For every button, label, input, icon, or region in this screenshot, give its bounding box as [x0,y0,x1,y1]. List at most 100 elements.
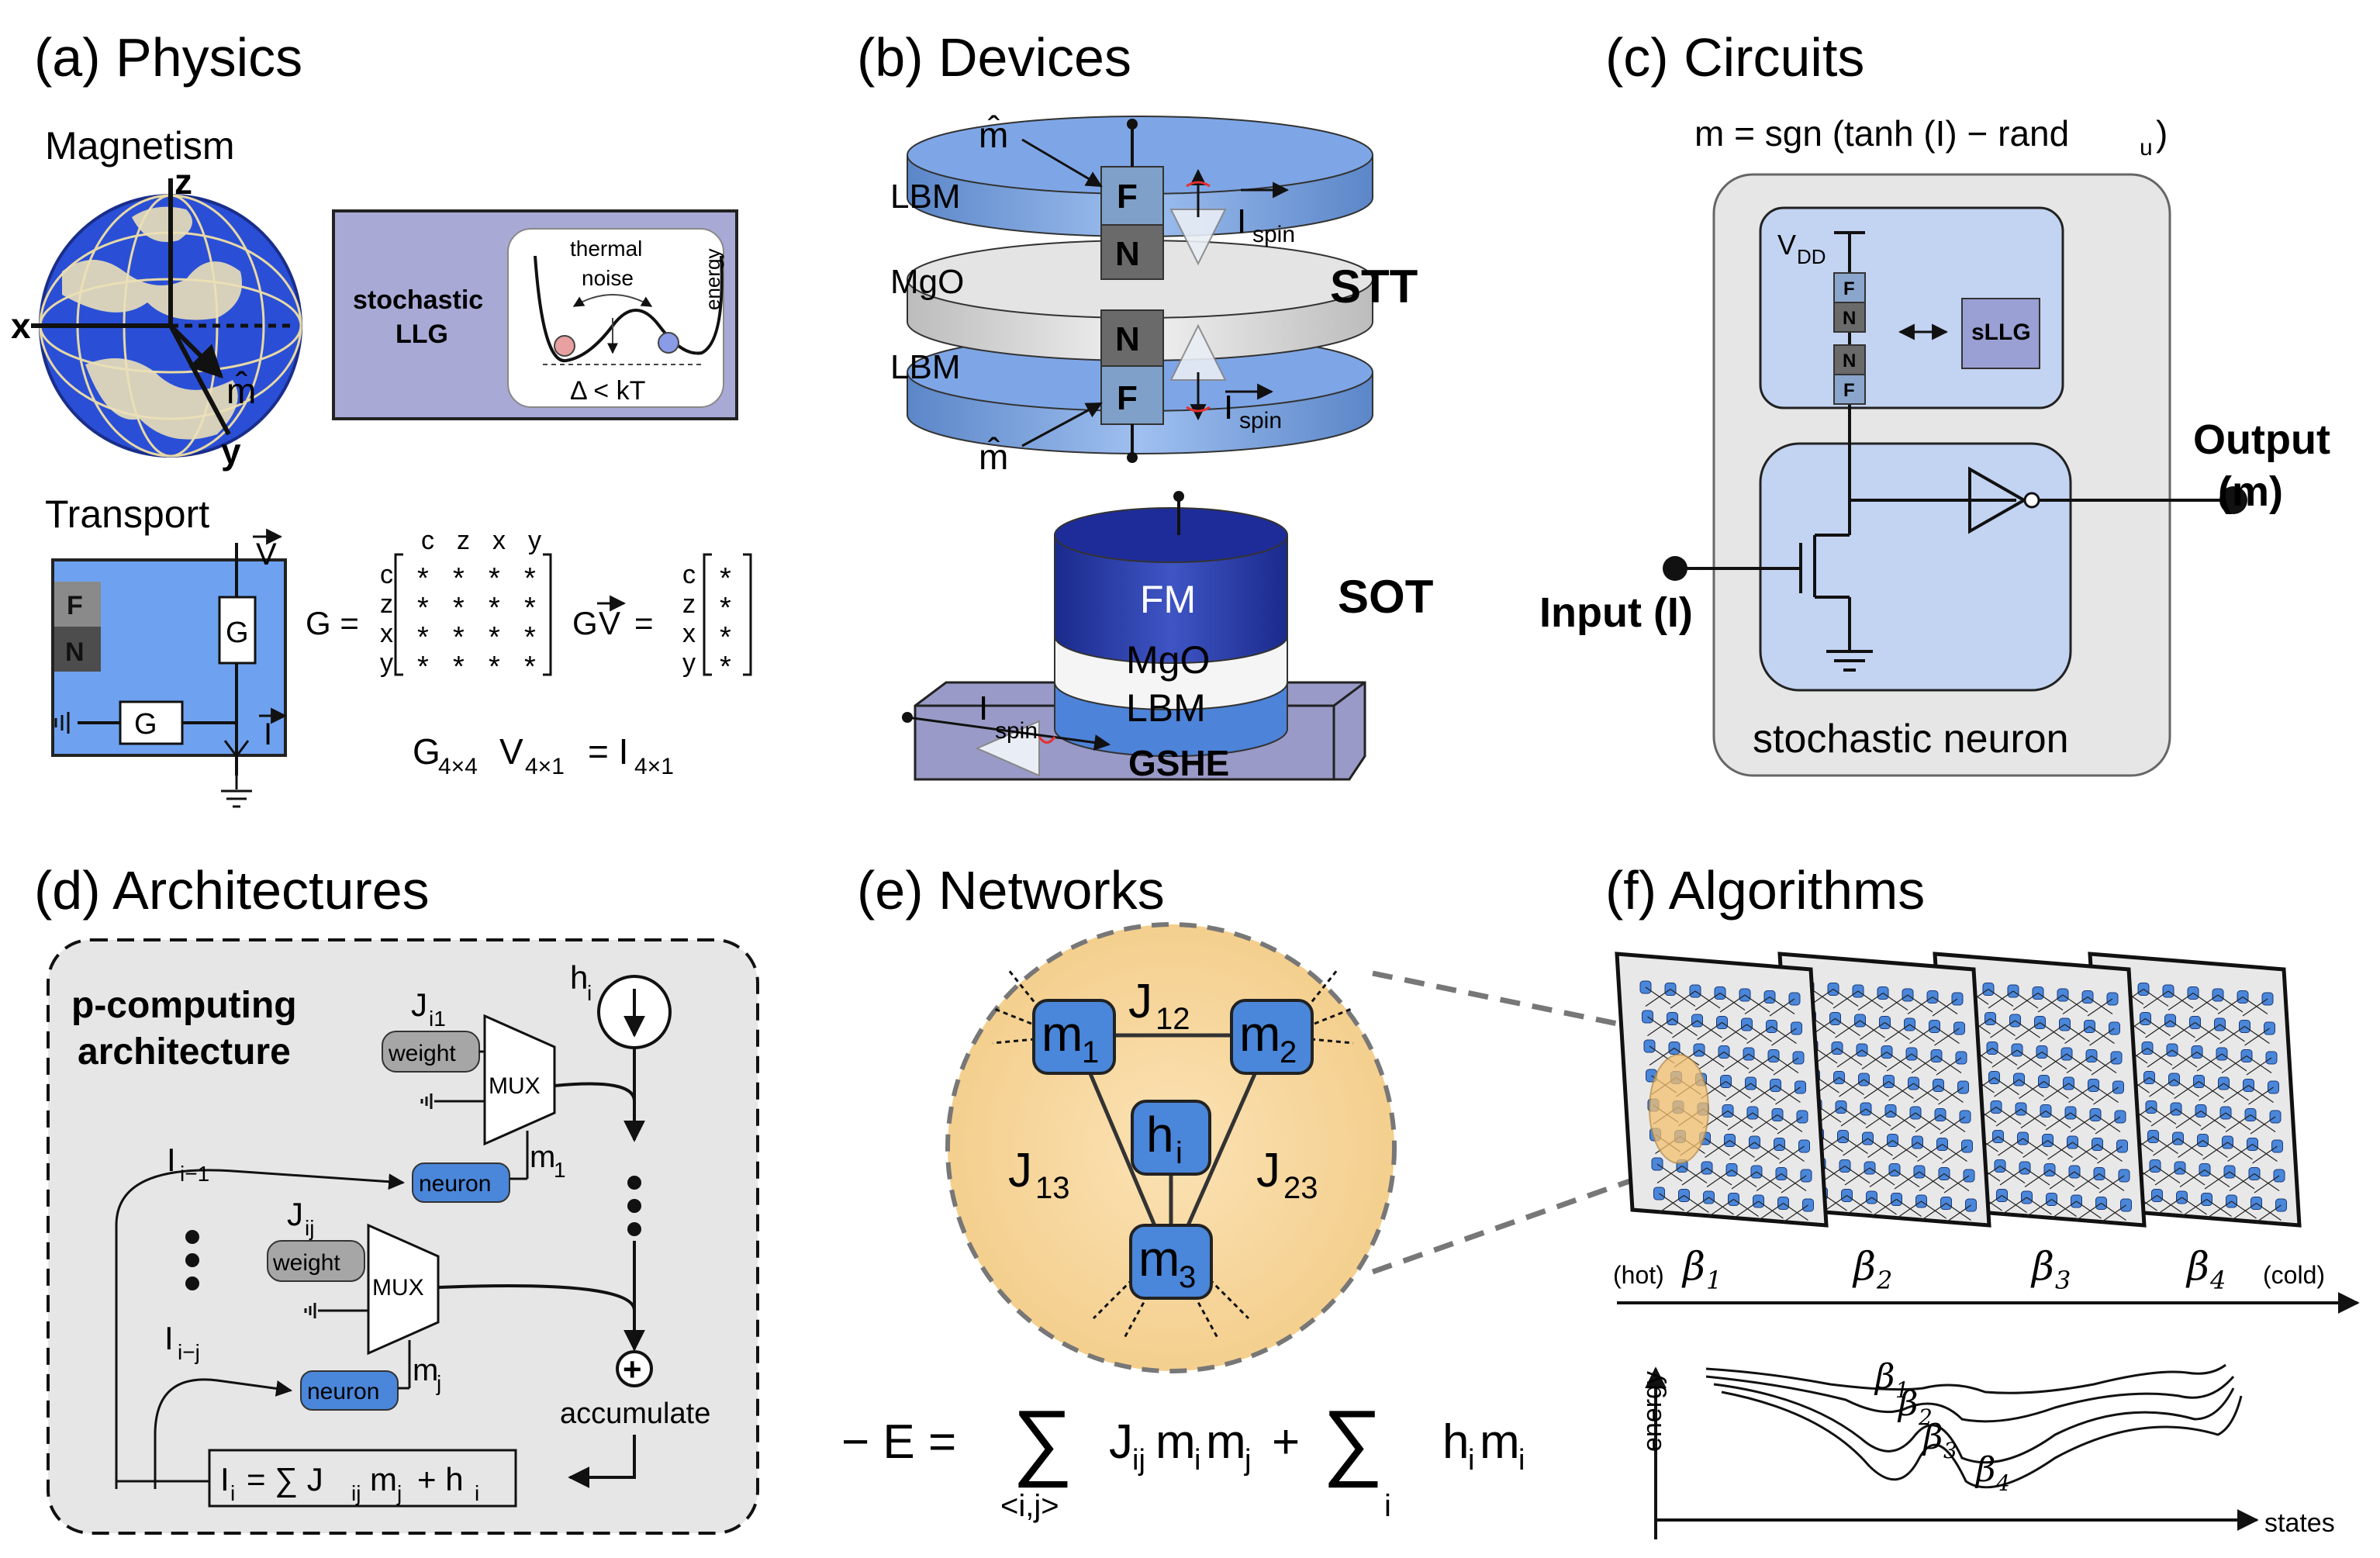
sum-2-under: i [1384,1489,1391,1523]
panel-e-title: (e) Networks [857,860,1165,921]
term1-j: J [1109,1415,1133,1469]
stt-m-bottom: m̂ [979,437,1008,477]
vector-entry: * [720,562,731,595]
panel-b-title: (b) Devices [857,27,1131,88]
panel-b-devices: (b) Devices F N N F [857,27,1433,783]
vector-entry: * [720,651,731,683]
term2-h: h [1442,1415,1469,1469]
stt-n-bottom: N [1115,320,1140,358]
matrix-entry: * [489,562,500,595]
node-hi: h i [1131,1100,1211,1176]
axis-x-label: x [11,306,31,346]
beta-temperature-sub: 4 [2209,1266,2226,1295]
stt-mgo-label: MgO [890,263,964,301]
panel-c-circuits: (c) Circuits m = sgn (tanh (I) − rand u … [1539,27,2330,777]
beta-temperature: β [1852,1244,1876,1289]
sum-1-under: <i,j> [1000,1489,1059,1523]
matrix-row-label: z [380,589,393,619]
axis-m-label: m̂ [226,371,256,411]
weight-j-label: weight [272,1250,340,1276]
stochastic-llg-box: stochastic LLG thermal noise energy Δ < … [332,209,738,420]
beta-temperature-sub: 1 [1706,1266,1722,1295]
box-eq-h: + h [417,1461,464,1498]
vector-entry: * [720,592,731,624]
box-eq-h-sub: i [475,1481,479,1505]
sot-stack: FM MgO LBM GSHE SOT I spin [902,491,1433,783]
panel-d-title: (d) Architectures [34,860,430,921]
highlight-region [1649,1054,1709,1164]
edge-j23-sub: 23 [1283,1171,1318,1205]
matrix-entry: * [524,621,536,654]
box-eq-i-sub: i [230,1481,235,1505]
magnetism-label: Magnetism [45,124,235,168]
node-m1: m 1 [1032,999,1116,1075]
cold-label: (cold) [2263,1261,2325,1289]
node-hi-label: h [1146,1107,1174,1162]
panel-a-title: (a) Physics [34,27,302,88]
vdd-label: V [1777,229,1796,261]
neuron-j-label: neuron [307,1379,379,1404]
beta-curve-sub: 1 [1895,1377,1909,1403]
sot-mgo-label: MgO [1126,638,1210,682]
edge-j12-sub: 12 [1155,1002,1190,1036]
beta-temperature: β [2185,1244,2209,1289]
sot-spin-label: spin [995,718,1038,744]
edge-j13: J [1008,1144,1032,1197]
term1-mj: m [1206,1415,1246,1469]
mj-sub: j [436,1371,441,1395]
transport-f-label: F [67,591,83,620]
gv-equals-label: = [634,605,654,641]
vector-row-label: y [682,648,696,678]
panel-c-title: (c) Circuits [1605,27,1864,88]
landscape-beta2 [1705,1375,2235,1423]
mtj-f-top: F [1843,278,1855,299]
arch-label-1: p-computing [71,985,297,1026]
stt-f-bottom: F [1117,379,1138,417]
beta-curve: β [1974,1450,1995,1490]
transistor-block [1759,442,2072,692]
h-label: h [570,959,588,996]
term2-m: m [1480,1415,1520,1469]
vector-row-label: z [682,589,696,619]
matrix-col-label: c [421,526,434,555]
replica-grid [1615,952,1829,1228]
transport-n-label: N [65,637,85,667]
node-m1-sub: 1 [1082,1035,1099,1069]
term1-mi-sub: i [1194,1444,1200,1477]
landscape-beta1 [1705,1363,2226,1394]
beta-curve-sub: 3 [1943,1438,1957,1463]
fanout-lines [992,969,1354,1339]
mj-label: m [413,1353,438,1387]
beta-curve-sub: 4 [1995,1470,2010,1496]
stt-i-top: I [1237,202,1246,240]
vector-row-label: c [682,560,696,589]
transport-label: Transport [45,492,209,536]
eq-g: G [413,731,440,772]
node-m2: m 2 [1230,999,1314,1075]
llg-label-1: stochastic [353,285,483,315]
sot-fm-label: FM [1140,578,1196,621]
output-m-label: (m) [2218,468,2283,515]
circuit-equation: m = sgn (tanh (I) − rand [1694,113,2069,154]
sot-i-label: I [979,689,988,727]
beta-curve: β [1897,1384,1918,1424]
matrix-row-label: x [380,619,393,648]
circuit-equation-sub: u [2140,135,2153,161]
i-im1-sub: i−1 [180,1162,209,1186]
axis-z-label: z [174,161,192,202]
energy-equation: − E = ∑ <i,j> J ij m i m j + ∑ i h i m i [841,1393,1525,1523]
eq-lhs: − E = [841,1415,956,1469]
matrix-entry: * [524,562,536,595]
term2-m-sub: i [1518,1444,1525,1477]
box-eq-i: I [220,1461,230,1498]
matrix-col-label: x [492,526,506,555]
energy-axis-label: energy [701,249,724,311]
circuit-equation-close: ) [2156,113,2168,154]
i-im1-label: I [167,1142,176,1178]
matrix-col-label: z [457,526,470,555]
thermal-label: thermal [570,237,642,261]
